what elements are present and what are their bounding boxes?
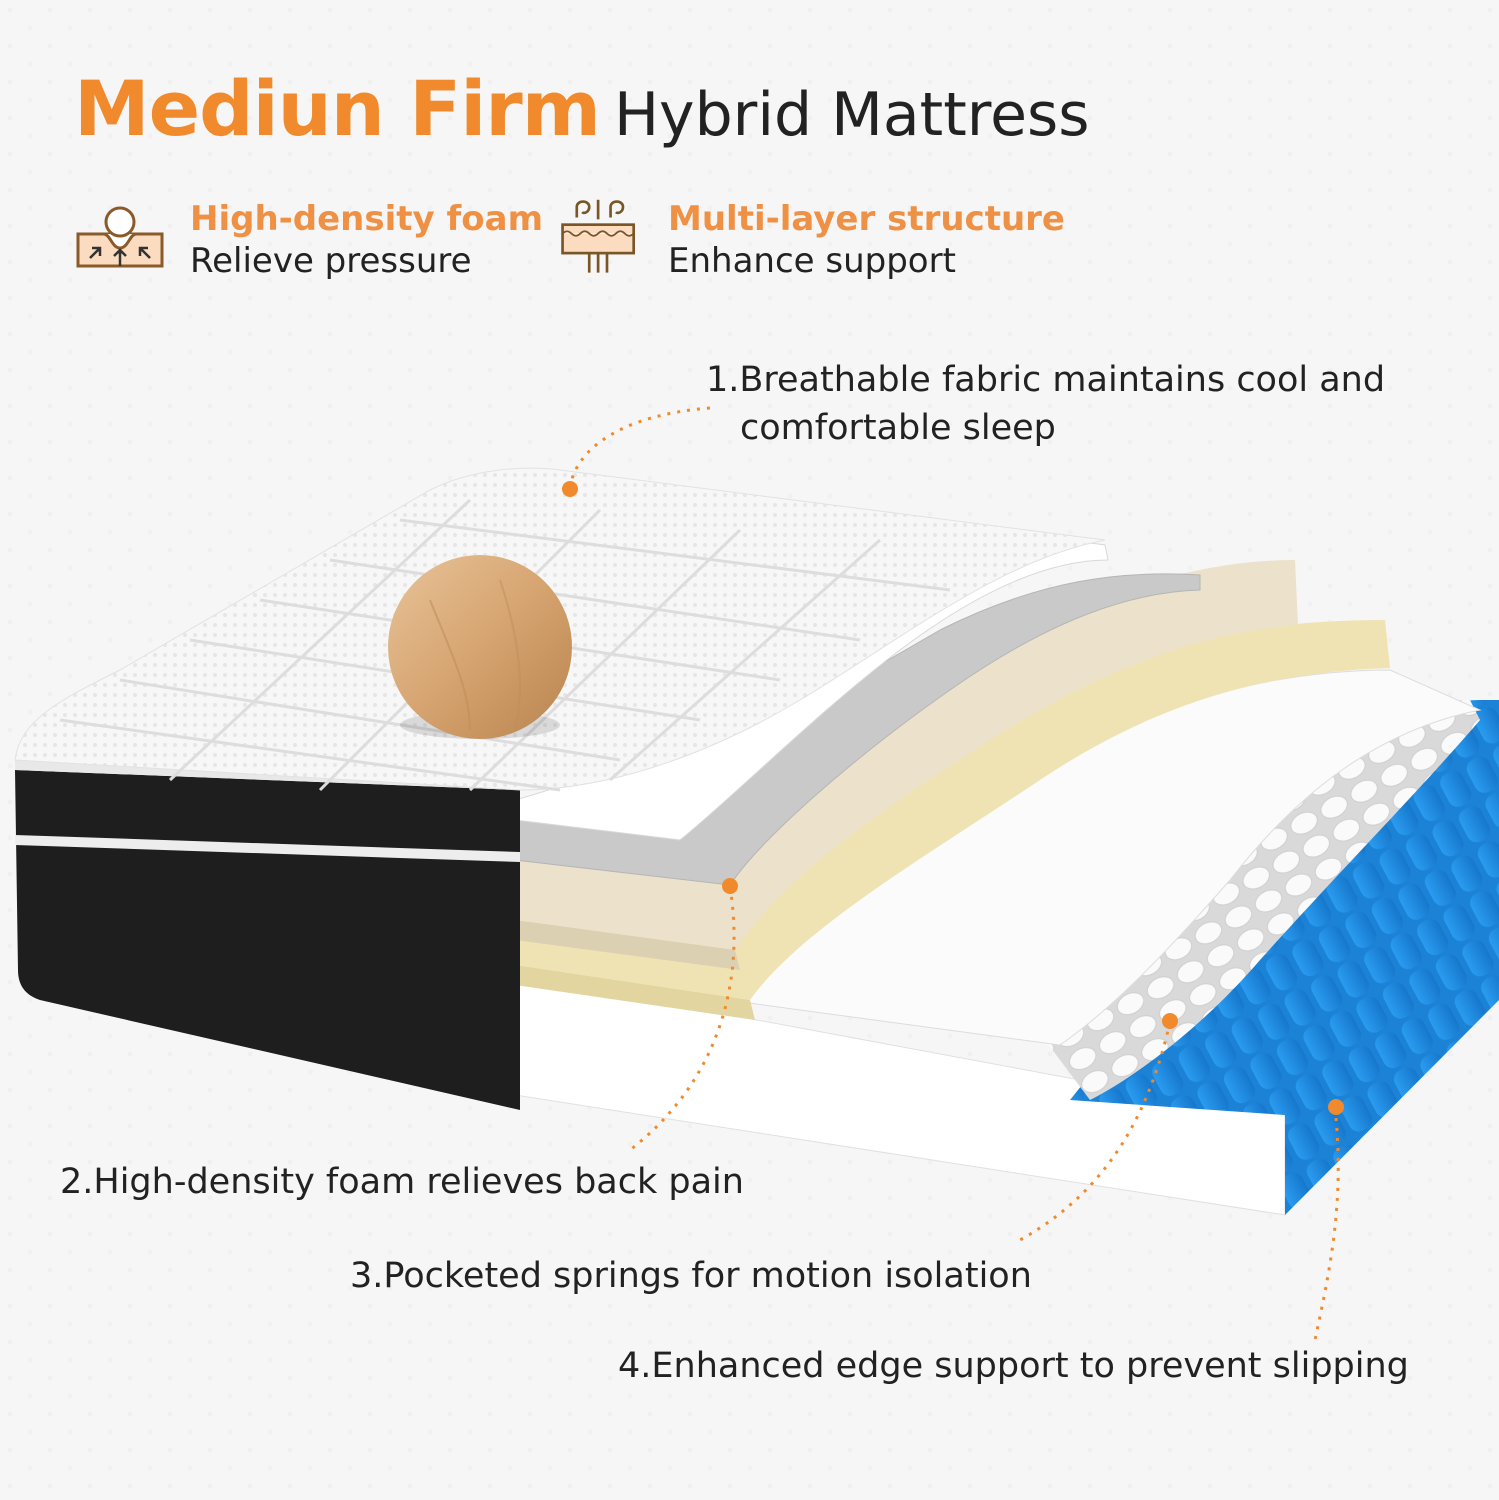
callout-dot-3 [1162,1013,1178,1029]
callout-breathable-fabric: 1.Breathable fabric maintains cool and c… [706,356,1385,452]
feature-heading: High-density foam [190,199,544,239]
wooden-ball [388,555,572,739]
callout-text-line2: comfortable sleep [740,408,1056,448]
callout-text-line1: 1.Breathable fabric maintains cool and [706,360,1386,400]
mattress-side-panel [15,760,520,1110]
callout-edge-support: 4.Enhanced edge support to prevent slipp… [618,1346,1409,1386]
callout-dot-4 [1328,1099,1344,1115]
pocketed-spring-core [1045,700,1499,1115]
pressure-relief-icon [76,206,164,268]
callout-dot-2 [722,878,738,894]
title-rest: Hybrid Mattress [613,80,1090,150]
title-accent: Mediun Firm [74,64,601,153]
callout-pocketed-springs: 3.Pocketed springs for motion isolation [350,1256,1032,1296]
callout-leader-lines [568,406,1340,1341]
feature-high-density-foam: High-density foam Relieve pressure [76,198,543,282]
multi-layer-icon [561,199,635,273]
callout-dot-1 [562,481,578,497]
callout-high-density-foam: 2.High-density foam relieves back pain [60,1162,744,1202]
feature-multi-layer: Multi-layer structure Enhance support [554,198,1065,282]
feature-subtext: Relieve pressure [190,241,472,281]
callout-dots [562,481,1344,1115]
feature-heading: Multi-layer structure [668,199,1065,239]
feature-subtext: Enhance support [668,241,956,281]
